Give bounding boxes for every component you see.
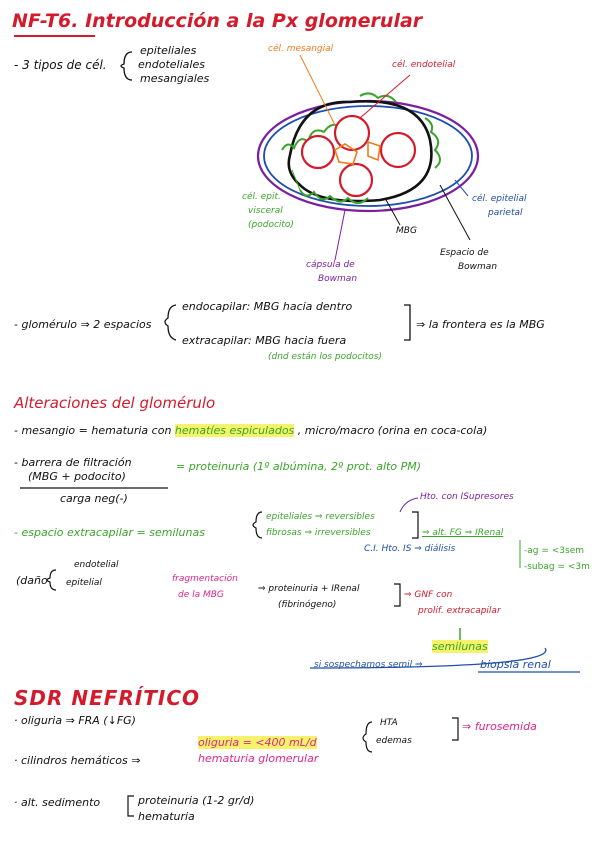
espacio-label-1: Espacio de (440, 248, 489, 258)
ag-line: -ag = <3sem (524, 546, 584, 556)
alt-sedimento-line: · alt. sedimento (14, 796, 101, 809)
carga-neg: carga neg(-) (60, 492, 128, 505)
proteinuria2-line: ⇒ proteinuria + IRenal (258, 584, 360, 594)
alt-fg-line: ⇒ alt. FG ⇒ IRenal (422, 528, 504, 538)
dano-epitelial: epitelial (66, 578, 102, 588)
parietal-label-1: cél. epitelial (472, 194, 527, 204)
extracapilar-label: - espacio extracapilar = semilunas (14, 526, 205, 539)
visceral-label-2: visceral (248, 206, 283, 216)
extracapilar-line: extracapilar: MBG hacia fuera (182, 334, 347, 347)
epiteliales-line: epiteliales ⇒ reversibles (266, 512, 375, 522)
sed-item: proteinuria (1-2 gr/d) (138, 794, 255, 807)
alteraciones-heading: Alteraciones del glomérulo (14, 394, 216, 412)
fibrosas-line: fibrosas ⇒ irreversibles (266, 528, 371, 538)
visceral-label-1: cél. epit. (242, 192, 281, 202)
mesangial-label: cél. mesangial (268, 44, 334, 54)
type-item: epiteliales (140, 44, 197, 57)
title-text: Introducción a la Px glomerular (85, 10, 423, 32)
hematuria-glomerular: hematuria glomerular (198, 752, 319, 765)
type-item: endoteliales (138, 58, 205, 71)
frontera-line: ⇒ la frontera es la MBG (416, 318, 545, 331)
capsula-label-2: Bowman (318, 274, 358, 284)
fragmentacion-1: fragmentación (172, 574, 238, 584)
endocapilar-line: endocapilar: MBG hacia dentro (182, 300, 353, 313)
dano-label: (daño (16, 574, 48, 587)
mbg-outline-shape (287, 100, 433, 203)
biopsia-line: biopsia renal (480, 658, 551, 671)
proteinuria-line: = proteinuria (1º albúmina, 2º prot. alt… (176, 460, 422, 473)
podocitos-note: (dnd están los podocitos) (268, 352, 383, 362)
dano-endotelial: endotelial (74, 560, 119, 570)
edemas-line: edemas (376, 736, 412, 746)
endotelial-label: cél. endotelial (392, 60, 456, 70)
oliguria2-line: oliguria = <400 mL/d (198, 736, 317, 749)
fragmentacion-2: de la MBG (178, 590, 224, 600)
barrera-sub: (MBG + podocito) (28, 470, 126, 483)
glomerulo-label: - glomérulo ⇒ 2 espacios (14, 318, 152, 331)
ginf-1: ⇒ GNF con (404, 590, 453, 600)
title-code: NF-T6. (12, 10, 79, 32)
sospecha-line: si sospechamos semil ⇒ (314, 660, 423, 670)
sed-item: hematuria (138, 810, 195, 823)
types-label: - 3 tipos de cél. (14, 58, 107, 72)
hta-line: HTA (380, 718, 398, 728)
parietal-label-2: parietal (488, 208, 523, 218)
hto-note: Hto. con ISupresores (420, 492, 514, 502)
ginf-2: prolif. extracapilar (418, 606, 501, 616)
ci-line: C.I. Hto. IS ⇒ diálisis (364, 544, 456, 554)
fibrinogeno-line: (fibrinógeno) (278, 600, 337, 610)
furosemida-line: ⇒ furosemida (462, 720, 537, 733)
subag-line: -subag = <3m (524, 562, 590, 572)
nefritico-heading: SDR NEFRÍTICO (14, 686, 201, 710)
oliguria-line: · oliguria ⇒ FRA (↓FG) (14, 714, 136, 727)
espacio-label-2: Bowman (458, 262, 498, 272)
type-item: mesangiales (140, 72, 210, 85)
cilindros-line: · cilindros hemáticos ⇒ (14, 754, 141, 767)
page-title: NF-T6. Introducción a la Px glomerular (12, 10, 422, 32)
capsula-label-1: cápsula de (306, 260, 355, 270)
mesangio-line: - mesangio = hematuria con hematíes espi… (14, 424, 488, 437)
barrera-label: - barrera de filtración (14, 456, 132, 469)
parietal-layer-shape (263, 105, 473, 207)
visceral-label-3: (podocito) (248, 220, 294, 230)
mbg-label: MBG (396, 226, 417, 236)
hematies-highlight: hematíes espiculados (174, 424, 295, 437)
semilunas-highlight: semilunas (432, 640, 488, 653)
